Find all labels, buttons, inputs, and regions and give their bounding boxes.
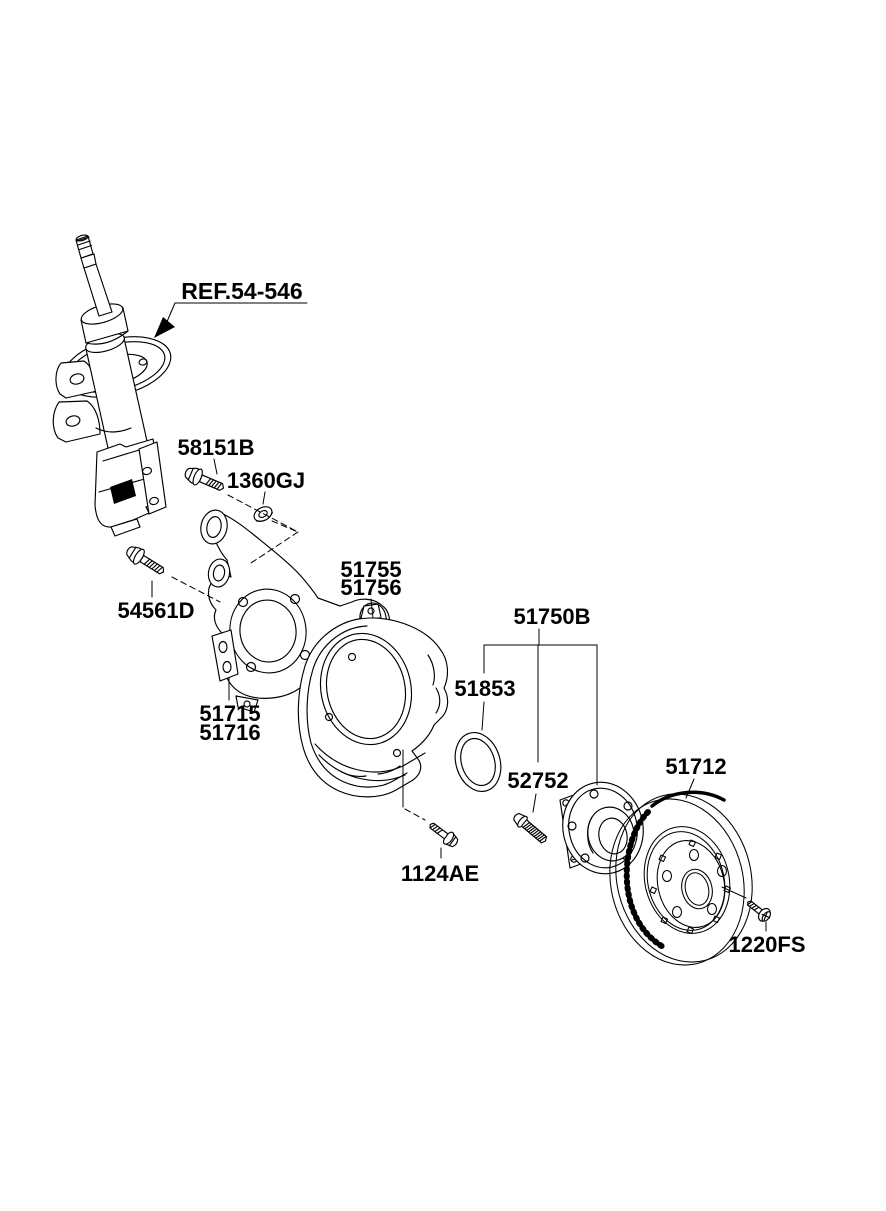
callout-wheel-stud[interactable]: 52752 [507,768,568,793]
strut-bolt-illustration [184,467,225,491]
callout-lock-nut[interactable]: 1360GJ [227,468,305,493]
callout-ref-strut[interactable]: REF.54-546 [181,278,302,304]
hub-illustration [559,781,644,875]
leader-lines [151,302,767,932]
callout-cover-bolt[interactable]: 1124AE [401,861,479,886]
callout-dust-cover-lower[interactable]: 51756 [340,575,401,600]
callout-hub-assembly[interactable]: 51750B [513,604,590,629]
callout-knuckle-lower[interactable]: 51716 [199,720,260,745]
snap-ring-illustration [454,732,502,792]
disc-screw-illustration [746,900,772,922]
callout-brake-disc[interactable]: 51712 [665,754,726,779]
callout-snap-ring[interactable]: 51853 [454,676,515,701]
strut-illustration [52,234,172,537]
callout-knuckle-bolt[interactable]: 54561D [117,598,194,623]
callout-disc-screw[interactable]: 1220FS [728,932,805,957]
knuckle-bolt-illustration [126,546,165,575]
cover-bolt-illustration [429,822,459,848]
callout-strut-bolt[interactable]: 58151B [177,435,254,460]
wheel-stud-illustration [513,812,548,844]
callout-dust-cover-upper[interactable]: 51755 [340,557,401,582]
brake-disc-illustration [609,790,753,966]
callout-knuckle-upper[interactable]: 51715 [199,701,260,726]
dust-shield-illustration [297,603,449,798]
ref-arrowhead-icon [154,317,175,338]
